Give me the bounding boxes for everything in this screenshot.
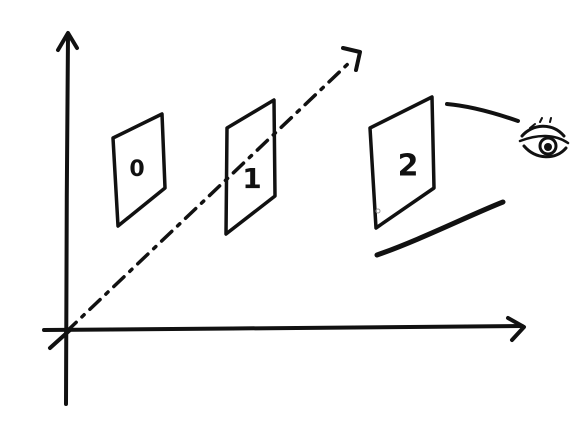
panel-1-label: 1 xyxy=(242,162,261,195)
eye-icon xyxy=(518,117,570,159)
x-axis xyxy=(42,316,526,342)
sight-line xyxy=(445,102,520,123)
panel-1: 1 xyxy=(224,98,277,236)
ground-shadow-line xyxy=(374,199,506,258)
panel-0: 0 xyxy=(111,112,167,228)
diagonal-arrowhead xyxy=(341,46,362,72)
diagonal-dash-dot-line xyxy=(64,46,362,334)
panel-2-label: 2 xyxy=(398,149,419,184)
y-axis xyxy=(56,31,79,406)
panel-0-label: 0 xyxy=(129,157,144,182)
y-axis-arrowhead xyxy=(56,31,79,52)
x-axis-arrowhead xyxy=(506,316,526,342)
panel-2: 2 xyxy=(368,95,436,230)
